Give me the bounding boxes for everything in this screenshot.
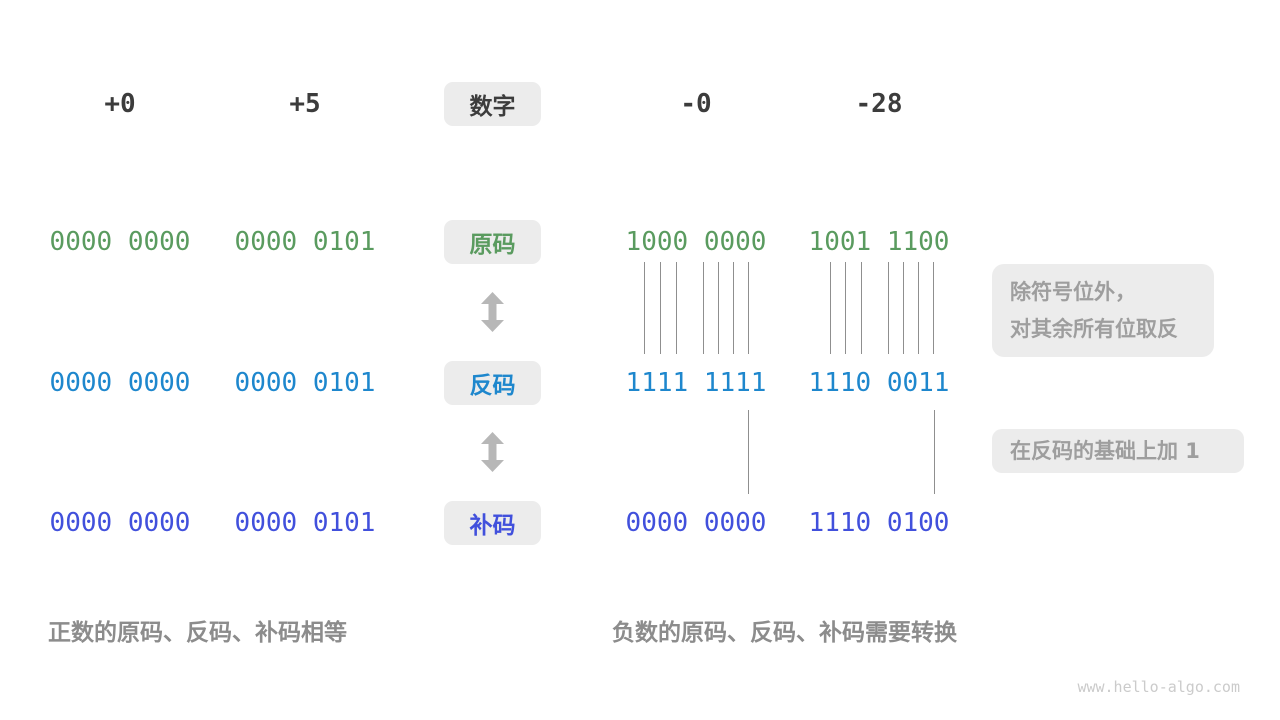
up-down-arrow-icon (481, 432, 504, 472)
bit-connector-line (918, 262, 919, 354)
bit-connector-line (888, 262, 889, 354)
header-number-plus5: +5 (289, 89, 321, 119)
bit-connector-line (676, 262, 677, 354)
bit-connector-line (933, 262, 934, 354)
bit-connector-line (903, 262, 904, 354)
annotation-invert-line2: 对其余所有位取反 (1010, 316, 1178, 341)
twos-complement-value-plus0: 0000 0000 (49, 508, 191, 538)
header-number-minus28: -28 (855, 89, 903, 119)
twos-complement-value-plus5: 0000 0101 (234, 508, 376, 538)
header-number-minus0: -0 (680, 89, 712, 119)
sign-magnitude-value-plus0: 0000 0000 (49, 227, 191, 257)
ones-complement-value-minus0: 1111 1111 (625, 368, 767, 398)
annotation-add-one: 在反码的基础上加 1 (992, 429, 1244, 473)
bit-connector-line (703, 262, 704, 354)
bit-connector-line (845, 262, 846, 354)
bit-connector-line (934, 410, 935, 494)
caption-positive-numbers: 正数的原码、反码、补码相等 (48, 620, 347, 646)
bit-connector-line (861, 262, 862, 354)
sign-magnitude-value-plus5: 0000 0101 (234, 227, 376, 257)
watermark-url: www.hello-algo.com (1077, 678, 1240, 696)
sign-magnitude-value-minus0: 1000 0000 (625, 227, 767, 257)
ones-complement-value-minus28: 1110 0011 (808, 368, 950, 398)
bit-connector-line (830, 262, 831, 354)
caption-negative-numbers: 负数的原码、反码、补码需要转换 (612, 620, 957, 646)
annotation-invert-bits: 除符号位外， 对其余所有位取反 (992, 264, 1214, 357)
bit-connector-line (748, 262, 749, 354)
bit-connector-line (748, 410, 749, 494)
twos-complement-value-minus0: 0000 0000 (625, 508, 767, 538)
header-label-number: 数字 (444, 82, 541, 126)
annotation-invert-line1: 除符号位外， (1010, 279, 1136, 304)
bit-connector-line (718, 262, 719, 354)
twos-complement-value-minus28: 1110 0100 (808, 508, 950, 538)
bit-connector-line (733, 262, 734, 354)
bit-connector-line (644, 262, 645, 354)
row-label-ones-complement: 反码 (444, 361, 541, 405)
row-label-sign-magnitude: 原码 (444, 220, 541, 264)
ones-complement-value-plus5: 0000 0101 (234, 368, 376, 398)
row-label-twos-complement: 补码 (444, 501, 541, 545)
up-down-arrow-icon (481, 292, 504, 332)
ones-complement-value-plus0: 0000 0000 (49, 368, 191, 398)
sign-magnitude-value-minus28: 1001 1100 (808, 227, 950, 257)
header-number-plus0: +0 (104, 89, 136, 119)
bit-connector-line (660, 262, 661, 354)
